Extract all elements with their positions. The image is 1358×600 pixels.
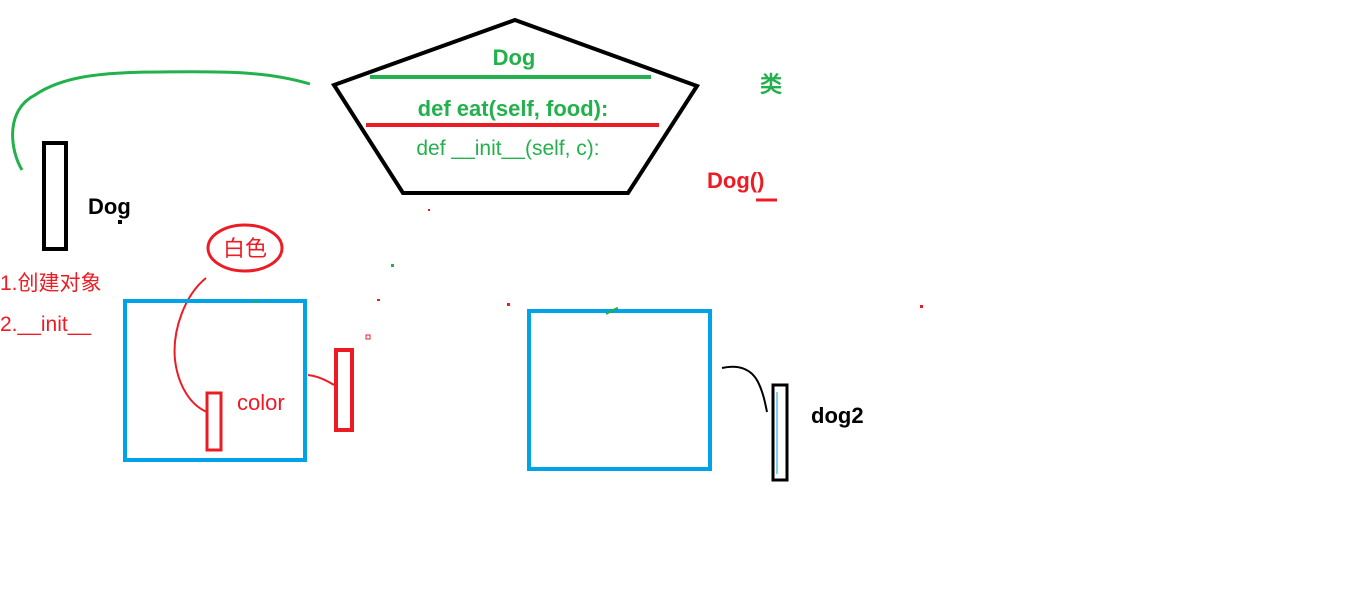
variable-dog2-label: dog2 [811,403,864,428]
white-label-connector [173,277,208,413]
dog2-connector [721,365,768,413]
color-attribute-label: color [237,390,285,415]
dot-mark [118,220,122,224]
color-attribute-slot [205,391,223,452]
green-mark-box2 [605,307,619,315]
object-box-1 [123,299,307,462]
stray-dot [391,264,394,267]
stray-dot [365,334,371,340]
stray-dot [920,305,923,308]
step-init: 2.__init__ [0,313,91,336]
class-label: 类 [760,72,783,97]
variable-dog2-box [771,383,789,482]
variable-dog-label: Dog [88,194,131,219]
reference-curve-green [11,70,311,171]
variable-dog-box [42,141,68,251]
object-box-2 [527,309,712,471]
class-pentagon-shape [330,17,701,195]
class-name: Dog [493,45,536,70]
step-create-object: 1.创建对象 [0,272,102,295]
stray-dot [377,299,380,301]
constructor-call: Dog() [707,168,764,193]
red-variable-box [334,348,354,432]
red-variable-connector [307,374,335,386]
white-label: 白色 [223,236,267,261]
stray-dot [507,303,510,306]
stray-dot [428,209,430,211]
white-label-ellipse [206,223,284,273]
method-eat: def eat(self, food): [418,96,609,121]
method-init: def __init__(self, c): [416,137,599,160]
stray-dot [253,301,257,303]
